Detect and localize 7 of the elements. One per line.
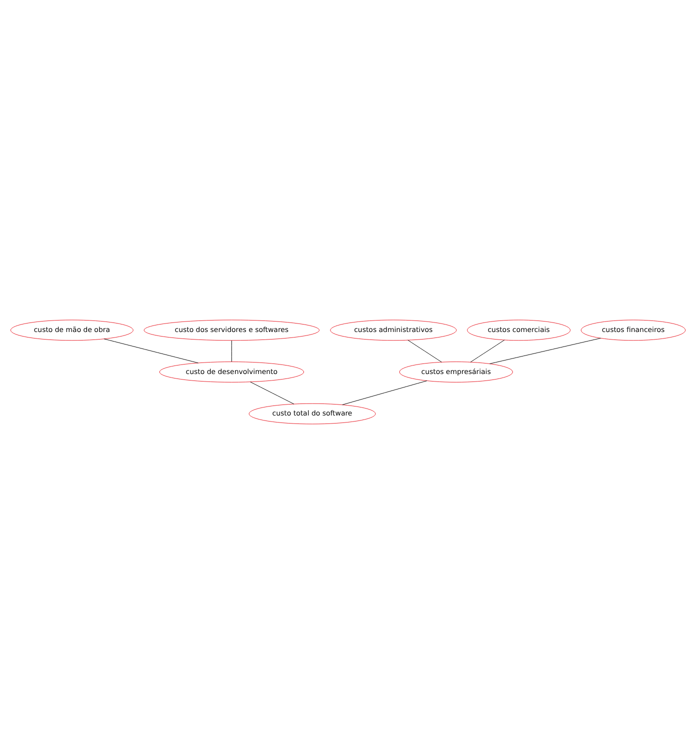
connector bbox=[408, 340, 442, 362]
connector bbox=[104, 338, 198, 364]
connector bbox=[489, 338, 601, 364]
connector bbox=[470, 340, 505, 362]
connector bbox=[231, 340, 232, 362]
connector bbox=[250, 382, 294, 404]
connector bbox=[342, 380, 428, 406]
